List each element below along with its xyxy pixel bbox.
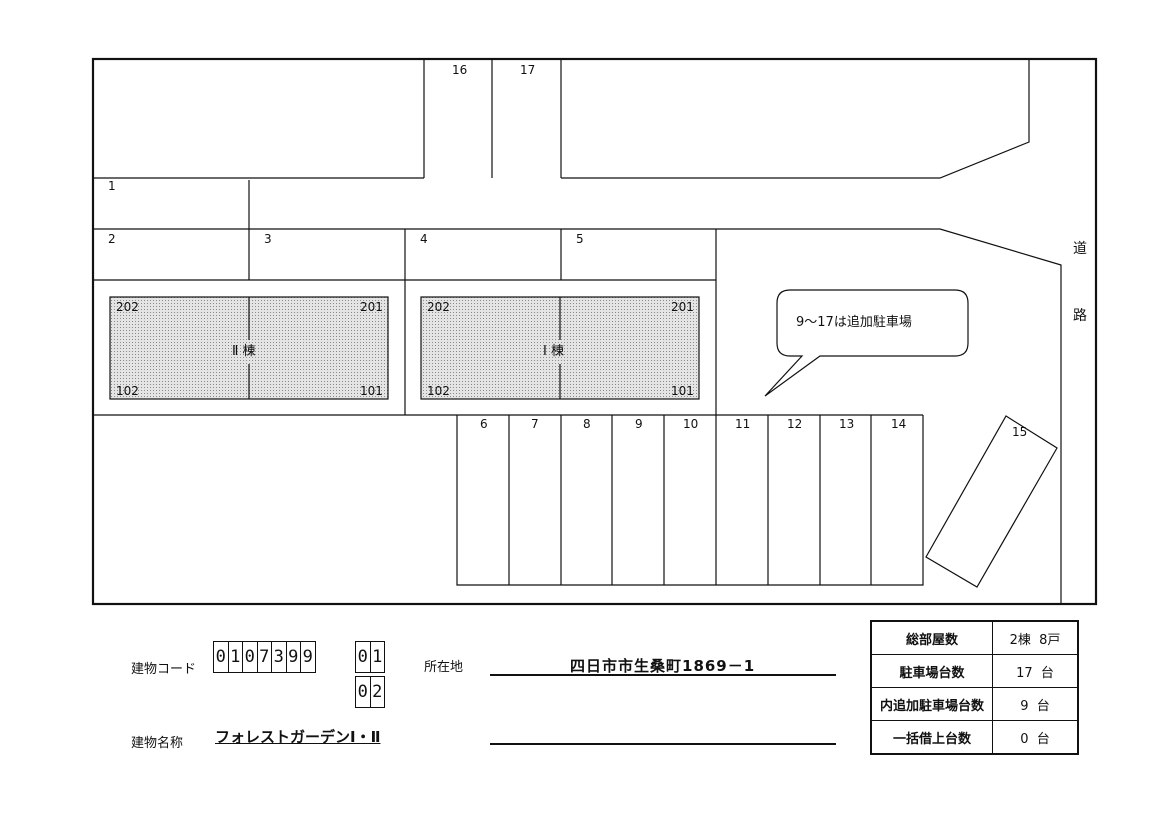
address-underline-2	[490, 743, 836, 745]
additional-parking-note: 9～17は追加駐車場	[796, 314, 912, 330]
summary-value: 0 台	[992, 720, 1079, 755]
road-label-1: 道	[1073, 241, 1087, 257]
building-1-name: Ⅰ 棟	[543, 344, 564, 359]
parking-space-17-label: 17	[520, 63, 535, 77]
summary-label: 一括借上台数	[870, 720, 993, 755]
parking-space-12-label: 12	[787, 417, 802, 431]
parking-space-11-label: 11	[735, 417, 750, 431]
parking-space-14-label: 14	[891, 417, 906, 431]
parking-space-6-label: 6	[480, 417, 488, 431]
note-callout	[764, 289, 969, 397]
parking-space-3-label: 3	[264, 232, 272, 246]
building-number-2-digit-2: 2	[372, 682, 383, 702]
building-code-digit-4: 7	[258, 642, 272, 672]
parking-space-8-label: 8	[583, 417, 591, 431]
parking-space-15-label: 15	[1012, 425, 1027, 439]
address-value: 四日市市生桑町1869－1	[570, 657, 756, 675]
building-2-name: Ⅱ 棟	[232, 344, 256, 359]
address-underline	[490, 674, 836, 676]
road-label-2: 路	[1073, 308, 1087, 324]
parking-space-4-label: 4	[420, 232, 428, 246]
building-2-room-202: 202	[116, 300, 139, 314]
summary-value: 2棟 8戸	[992, 620, 1079, 655]
building-number-1-digit-1: 0	[356, 642, 371, 672]
parking-space-16-label: 16	[452, 63, 467, 77]
space-15-box	[925, 415, 1058, 588]
code-label: 建物コード	[131, 662, 197, 677]
address-label: 所在地	[424, 660, 464, 675]
parking-space-13-label: 13	[839, 417, 854, 431]
parking-space-5-label: 5	[576, 232, 584, 246]
building-code-digit-1: 0	[214, 642, 229, 672]
parking-space-10-label: 10	[683, 417, 698, 431]
summary-label: 内追加駐車場台数	[870, 687, 993, 721]
building-2-room-201: 201	[360, 300, 383, 314]
summary-value: 9 台	[992, 687, 1079, 721]
summary-value: 17 台	[992, 654, 1079, 688]
building-1-room-102: 102	[427, 384, 450, 398]
site-boundary	[91, 57, 1098, 606]
spaces-2-5-lines	[94, 229, 717, 415]
building-1-room-201: 201	[671, 300, 694, 314]
building-2-room-102: 102	[116, 384, 139, 398]
parking-space-7-label: 7	[531, 417, 539, 431]
building-2-room-101: 101	[360, 384, 383, 398]
name-label: 建物名称	[131, 736, 184, 751]
building-code-digit-7: 9	[302, 647, 313, 667]
driveway-edge	[94, 228, 1062, 603]
building-1-room-202: 202	[427, 300, 450, 314]
parking-space-2-label: 2	[108, 232, 116, 246]
spaces-6-14-lines	[456, 415, 924, 586]
building-1-room-101: 101	[671, 384, 694, 398]
upper-lot-lines	[94, 60, 1030, 179]
building-code-digit-6: 9	[287, 642, 301, 672]
summary-label: 駐車場台数	[870, 654, 993, 688]
parking-space-9-label: 9	[635, 417, 643, 431]
parking-space-1-label: 1	[108, 179, 116, 193]
building-number-1-digit-2: 1	[372, 647, 383, 667]
building-name: フォレストガーデンⅠ・Ⅱ	[215, 728, 381, 746]
building-number-2-digit-1: 0	[356, 677, 371, 707]
summary-label: 総部屋数	[870, 620, 993, 655]
building-code-digit-2: 1	[229, 642, 243, 672]
building-code-digit-3: 0	[243, 642, 258, 672]
building-code-digit-5: 3	[272, 642, 287, 672]
